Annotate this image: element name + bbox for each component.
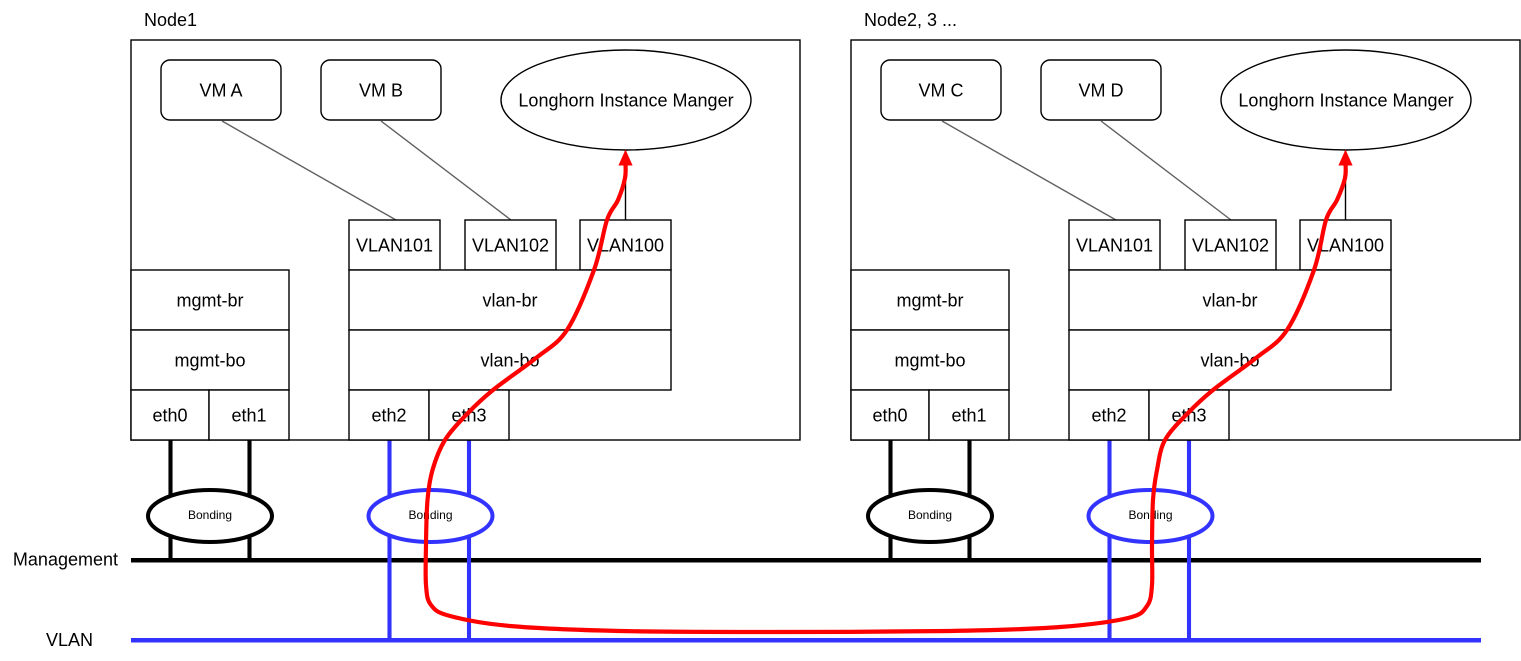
svg-text:eth2: eth2	[371, 405, 406, 425]
svg-text:Longhorn Instance Manger: Longhorn Instance Manger	[518, 90, 733, 110]
svg-text:VM C: VM C	[919, 80, 964, 100]
svg-text:VLAN101: VLAN101	[356, 235, 433, 255]
svg-text:VM A: VM A	[199, 80, 242, 100]
svg-text:VLAN101: VLAN101	[1076, 235, 1153, 255]
svg-text:eth1: eth1	[951, 405, 986, 425]
svg-text:vlan-br: vlan-br	[1202, 290, 1257, 310]
svg-text:mgmt-br: mgmt-br	[897, 290, 964, 310]
svg-text:VLAN100: VLAN100	[1307, 235, 1384, 255]
svg-text:VLAN: VLAN	[46, 630, 93, 650]
svg-text:Node1: Node1	[144, 10, 197, 30]
svg-text:VLAN102: VLAN102	[472, 235, 549, 255]
svg-text:VM D: VM D	[1079, 80, 1124, 100]
svg-text:Node2, 3 ...: Node2, 3 ...	[864, 10, 957, 30]
svg-text:mgmt-bo: mgmt-bo	[894, 350, 965, 370]
svg-text:eth0: eth0	[872, 405, 907, 425]
svg-text:Longhorn Instance Manger: Longhorn Instance Manger	[1238, 90, 1453, 110]
svg-text:VLAN102: VLAN102	[1192, 235, 1269, 255]
svg-text:eth1: eth1	[231, 405, 266, 425]
svg-text:eth0: eth0	[152, 405, 187, 425]
svg-text:vlan-br: vlan-br	[482, 290, 537, 310]
svg-text:Bonding: Bonding	[408, 508, 452, 522]
svg-text:Bonding: Bonding	[908, 508, 952, 522]
svg-text:mgmt-bo: mgmt-bo	[174, 350, 245, 370]
svg-text:mgmt-br: mgmt-br	[177, 290, 244, 310]
svg-text:Bonding: Bonding	[188, 508, 232, 522]
svg-text:VLAN100: VLAN100	[587, 235, 664, 255]
svg-text:eth2: eth2	[1091, 405, 1126, 425]
svg-text:Management: Management	[13, 550, 118, 570]
svg-text:VM B: VM B	[359, 80, 403, 100]
